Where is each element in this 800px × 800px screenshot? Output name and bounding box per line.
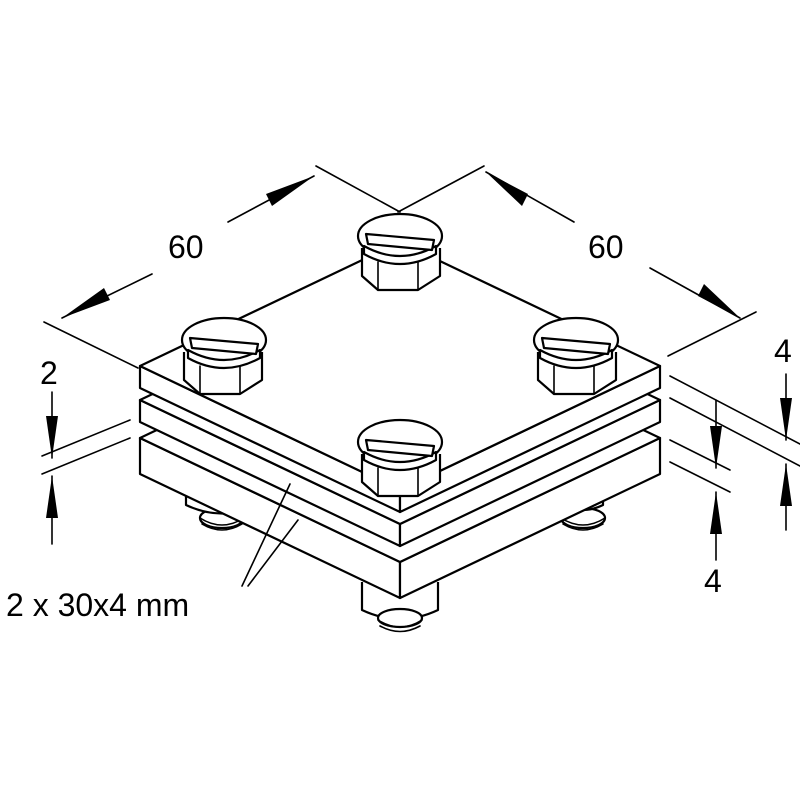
top-plate <box>138 240 662 514</box>
dimension-left-width: 60 <box>43 165 401 369</box>
dimension-top-conductor: 4 <box>774 333 792 531</box>
arrowhead-left-width-start <box>62 288 110 318</box>
bolt-left <box>180 316 268 396</box>
conductor-leader: 2 x 30x4 mm <box>6 483 299 623</box>
label-conductor-spec: 2 x 30x4 mm <box>6 587 189 623</box>
arrowhead-left-width-end <box>266 176 314 206</box>
dimension-bottom-conductor: 4 <box>704 399 722 599</box>
arrowhead-right-width-end <box>698 284 740 318</box>
bolt-right <box>532 316 620 396</box>
arrowhead-right-width-start <box>486 172 528 206</box>
dimension-spacer-thickness: 2 <box>40 355 58 545</box>
label-bottom-conductor: 4 <box>704 563 722 599</box>
arrowhead-bottom-conductor-upper <box>710 426 722 468</box>
arrowhead-spacer-top <box>46 416 58 458</box>
label-width-left: 60 <box>168 229 204 265</box>
arrowhead-top-conductor-lower <box>780 464 792 506</box>
dimension-right-width: 60 <box>397 165 757 357</box>
label-top-conductor: 4 <box>774 333 792 369</box>
arrowhead-spacer-bottom <box>46 476 58 518</box>
bolt-back <box>356 212 444 292</box>
arrowhead-bottom-conductor-lower <box>710 492 722 534</box>
arrowhead-top-conductor-upper <box>780 398 792 440</box>
bolt-front <box>356 418 444 498</box>
label-spacer-thickness: 2 <box>40 355 58 391</box>
conductor-stubs <box>41 375 800 493</box>
label-width-right: 60 <box>588 229 624 265</box>
nut-bottom-front <box>360 582 440 633</box>
